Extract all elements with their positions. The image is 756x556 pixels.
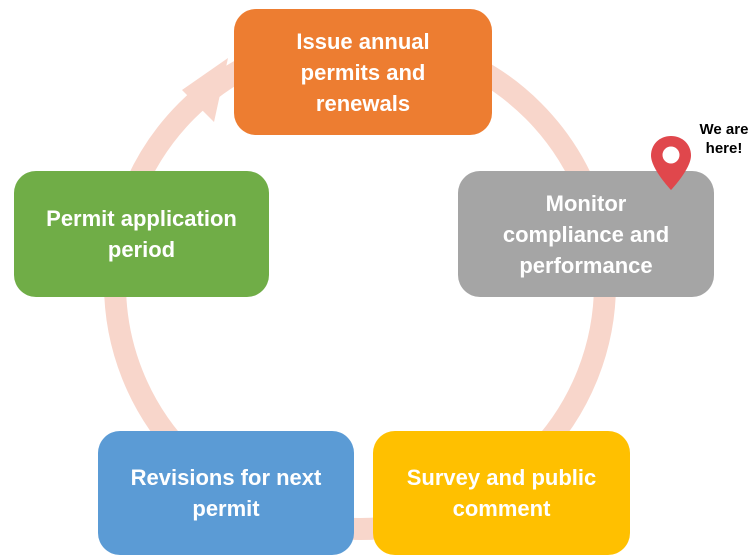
step-survey-comment-line-2: comment xyxy=(452,496,551,521)
step-revisions-line-1: Revisions for next xyxy=(130,465,322,490)
step-monitor-compliance-line-2: compliance and xyxy=(502,221,670,247)
step-revisions: Revisions for next permit xyxy=(98,431,354,555)
step-survey-comment-line-1: Survey and public xyxy=(406,465,597,490)
step-issue-permits-line-2: permits and xyxy=(300,59,426,85)
callout-line-1: We are xyxy=(699,121,749,138)
step-revisions-line-2: permit xyxy=(192,496,260,521)
step-issue-permits-line-1: Issue annual xyxy=(296,28,430,54)
step-monitor-compliance: Monitor compliance and performance xyxy=(458,171,714,297)
we-are-here-callout: We are here! xyxy=(692,120,756,158)
step-monitor-compliance-line-3: performance xyxy=(519,252,653,278)
step-permit-application-line-1: Permit application xyxy=(46,206,237,231)
cycle-arrowhead xyxy=(182,58,228,122)
step-monitor-compliance-line-1: Monitor xyxy=(545,190,627,216)
step-permit-application-line-2: period xyxy=(107,237,176,262)
callout-line-2: here! xyxy=(705,140,743,157)
step-survey-comment: Survey and public comment xyxy=(373,431,630,555)
step-issue-permits: Issue annual permits and renewals xyxy=(234,9,492,135)
step-permit-application: Permit application period xyxy=(14,171,269,297)
step-issue-permits-line-3: renewals xyxy=(315,90,411,116)
map-pin-icon xyxy=(651,136,691,190)
